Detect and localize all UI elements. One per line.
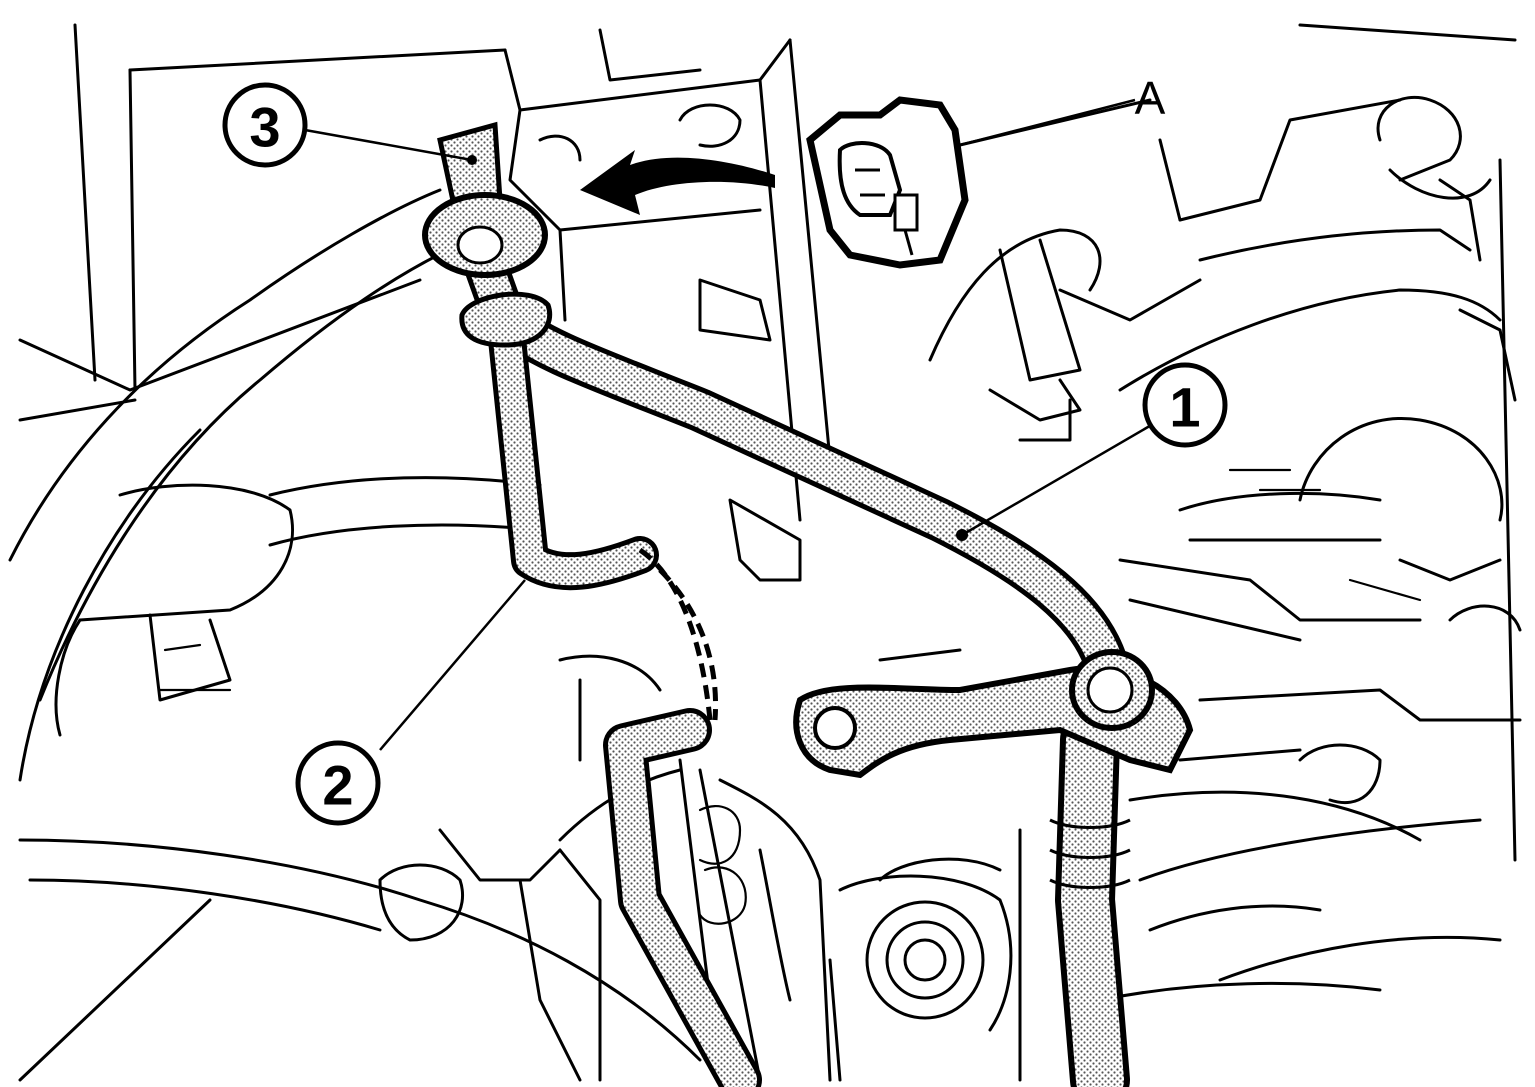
hose-2: [486, 301, 762, 1087]
engine-bay-background: [8, 23, 1522, 1082]
clamp-icon: [793, 649, 1194, 779]
connector-icon: [806, 96, 969, 269]
callout-3: 3: [222, 82, 308, 168]
label-a-text: A: [1135, 72, 1166, 124]
callout-2-text: 2: [322, 754, 353, 817]
hose-3: [422, 121, 553, 348]
curved-arrow-icon: [580, 150, 775, 215]
callout-1: 1: [1142, 362, 1228, 448]
leader-lines: [304, 98, 1161, 751]
hose-lower-right: [1049, 710, 1131, 1087]
callout-2: 2: [295, 740, 381, 826]
callout-3-text: 3: [249, 96, 280, 159]
callout-1-text: 1: [1169, 376, 1200, 439]
label-a: A: [1135, 72, 1166, 124]
hose-1: [458, 228, 1132, 702]
